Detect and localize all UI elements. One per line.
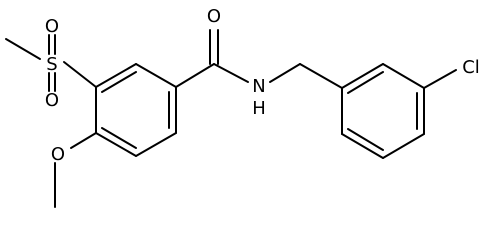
bond-ring2-a-inner [347, 71, 384, 94]
bond-s-ring [63, 61, 97, 88]
atom-label-oxygen-sulfonyl-upper: O [45, 16, 59, 37]
bond-ring1-e [95, 132, 137, 157]
bond-ring-carbonyl-c [175, 63, 215, 88]
bond-ring2-b [382, 63, 425, 89]
bond-ring1-d [135, 132, 177, 157]
atom-label-hydrogen: H [252, 98, 266, 119]
bond-ring1-a [95, 63, 137, 88]
atom-label-sulfur: S [46, 54, 57, 75]
bond-ring2-e [341, 133, 384, 159]
bond-ring-o-methoxy [70, 132, 97, 149]
atom-label-oxygen-methoxy: O [51, 144, 65, 165]
bond-ring1-b [135, 63, 177, 88]
atom-label-oxygen-sulfonyl-lower: O [45, 90, 59, 111]
chemical-structure-diagram: S O O O N H O Cl [5, 6, 480, 208]
bond-ring1-e-inner [101, 127, 137, 149]
bond-lines [5, 29, 457, 208]
atom-label-nitrogen: N [252, 76, 265, 97]
bond-ring1-a-inner [101, 71, 137, 93]
bond-c-n [213, 63, 249, 83]
bond-ring2-a [341, 63, 384, 89]
bond-n-ch2 [269, 63, 301, 83]
bond-methyl-s [5, 38, 41, 60]
atom-labels: S O O O N H O Cl [45, 6, 480, 165]
atom-label-chlorine: Cl [462, 57, 480, 78]
bond-ring2-e-inner [347, 128, 384, 151]
bond-ring-cl [423, 69, 457, 89]
bond-ch2-ring [299, 63, 343, 89]
bond-ring2-d [382, 133, 425, 159]
atom-label-oxygen-carbonyl: O [207, 6, 221, 27]
